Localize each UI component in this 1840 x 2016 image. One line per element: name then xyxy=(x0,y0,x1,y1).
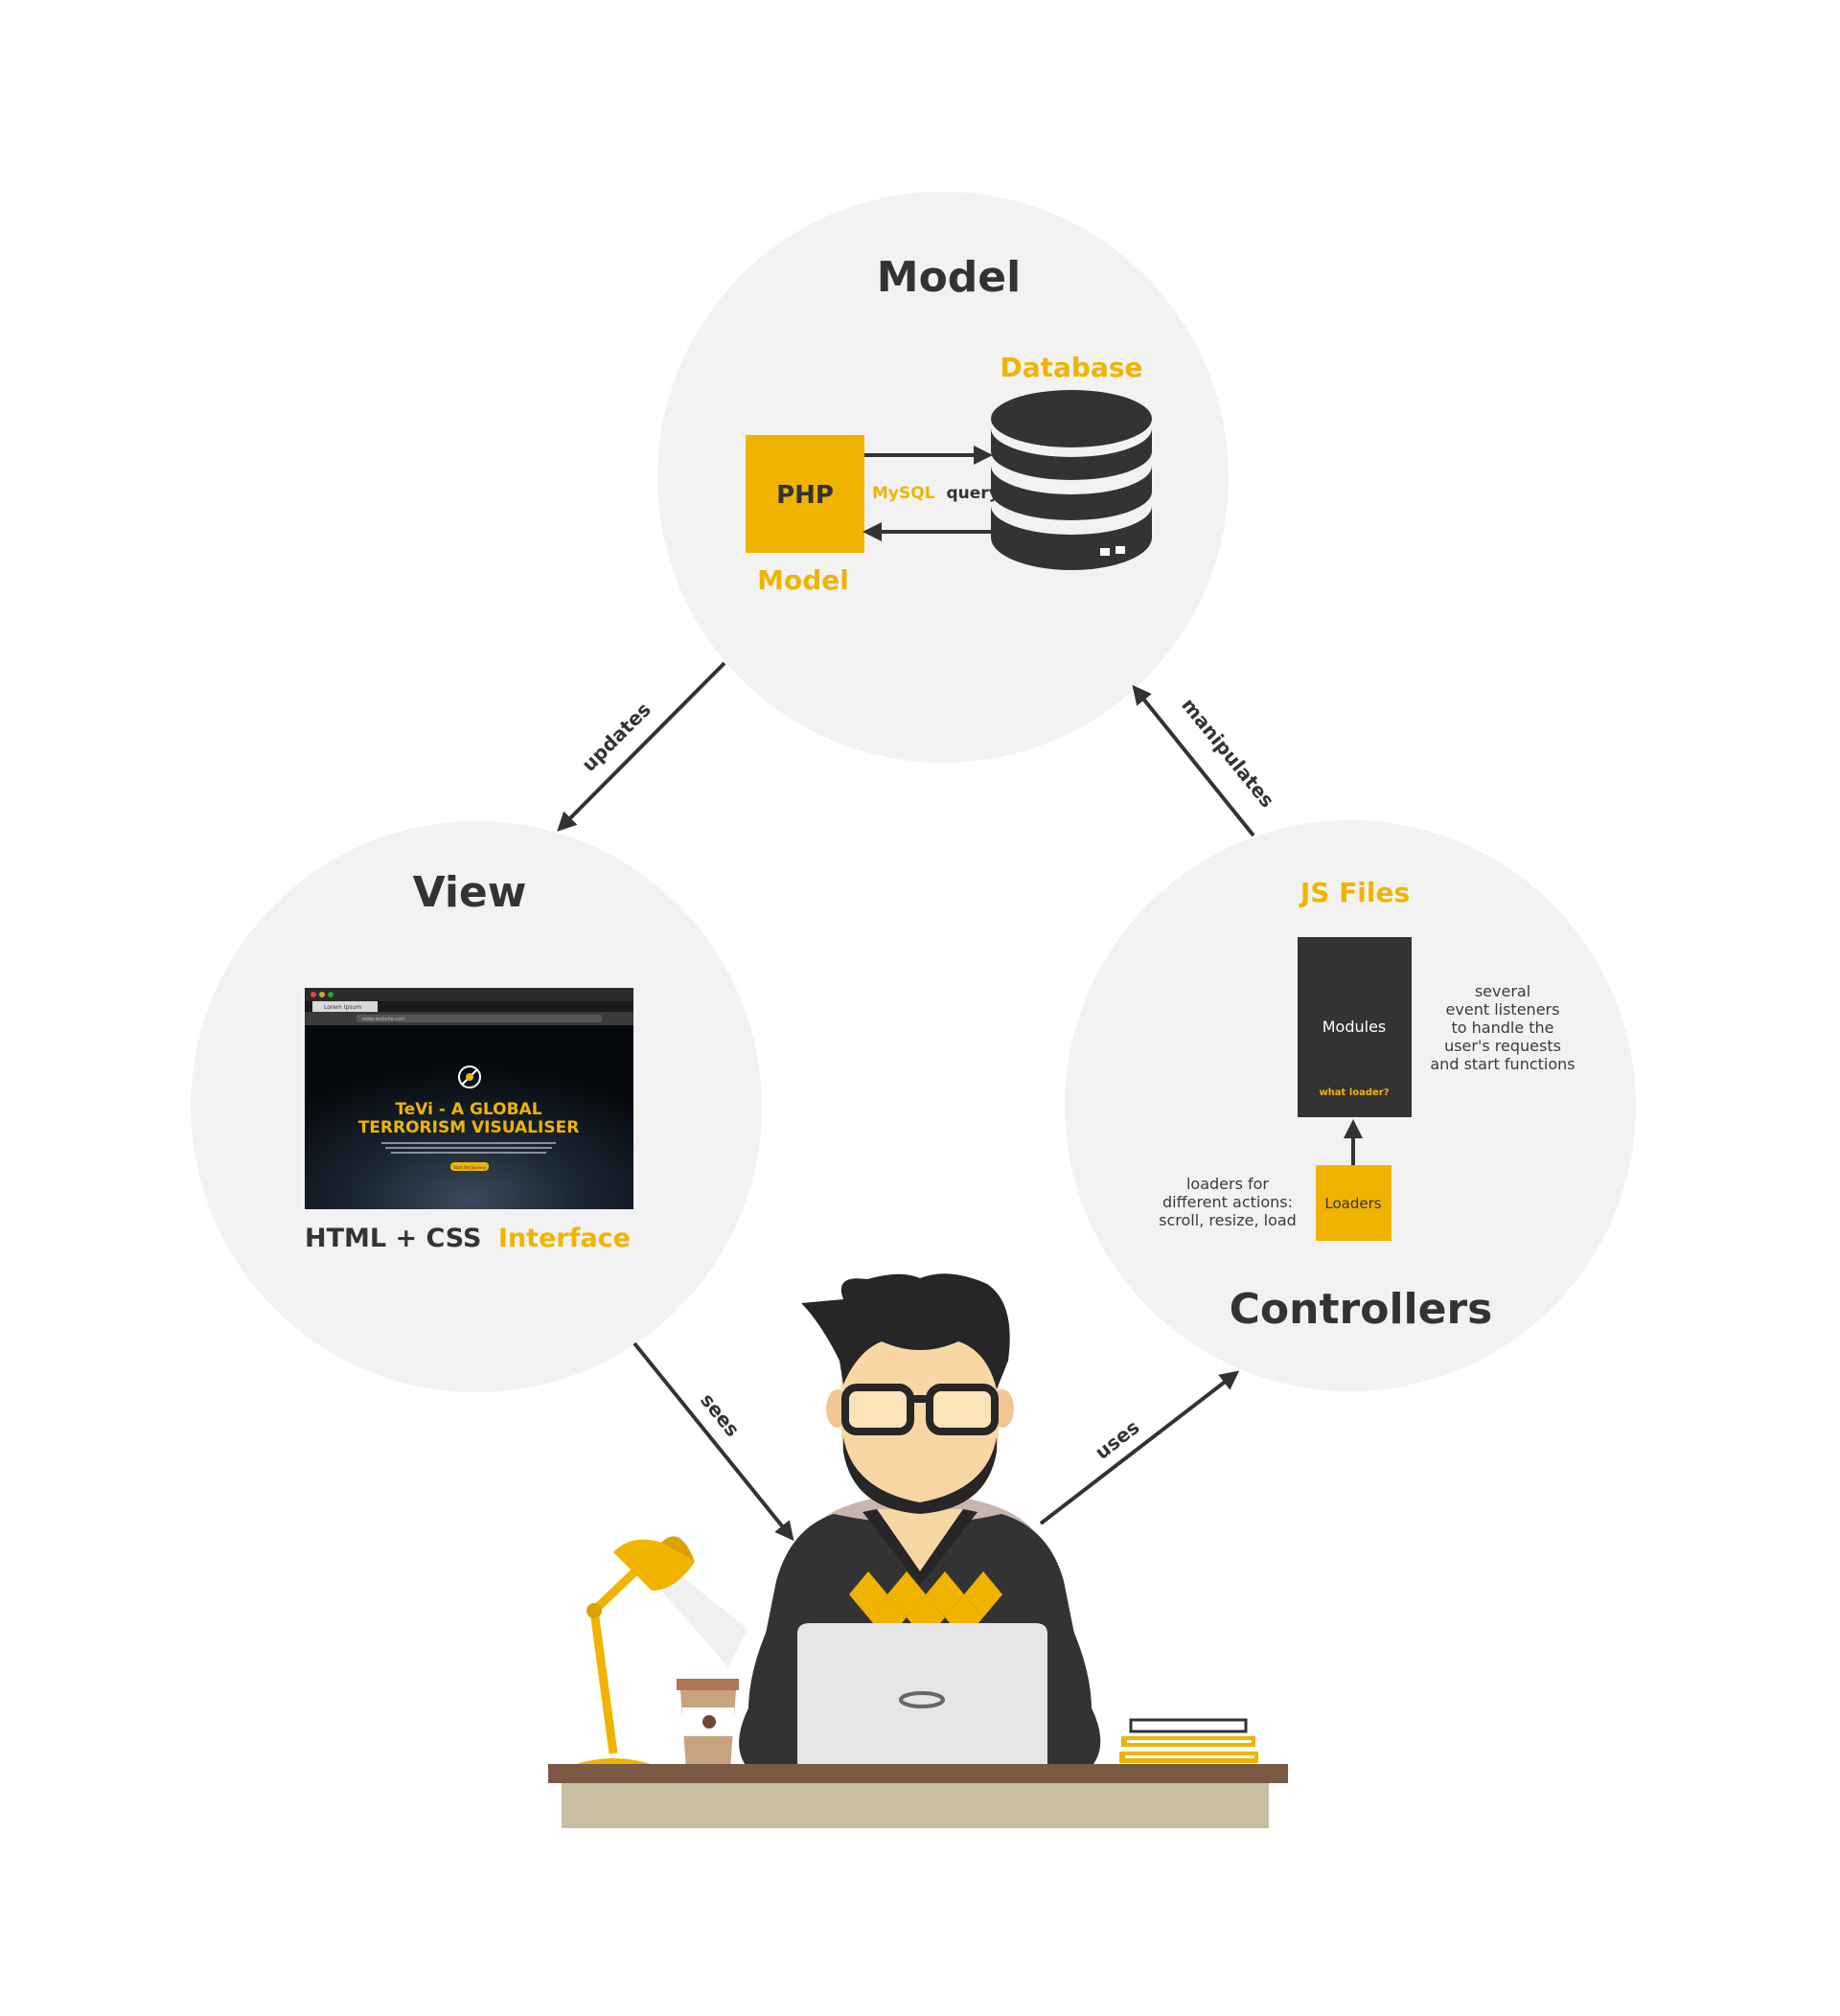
modules-label: Modules xyxy=(1322,1018,1387,1036)
browser-url: www.website.com xyxy=(362,1017,405,1022)
laptop-logo-icon xyxy=(899,1691,945,1708)
model-title: Model xyxy=(877,253,1021,302)
site-title-line2: TERRORISM VISUALISER xyxy=(358,1118,580,1137)
developer-illustration xyxy=(548,1273,1288,1828)
modules-desc-line: event listeners xyxy=(1446,1000,1560,1019)
modules-box xyxy=(1298,937,1412,1117)
php-box xyxy=(746,435,864,553)
sees-label: sees xyxy=(696,1388,745,1441)
php-label: PHP xyxy=(776,481,834,510)
database-icon xyxy=(991,390,1152,570)
site-title-line1: TeVi - A GLOBAL xyxy=(395,1100,541,1119)
uses-arrow xyxy=(1039,1370,1240,1525)
modules-desc-line: user's requests xyxy=(1444,1037,1561,1055)
loaders-desc-line: loaders for xyxy=(1186,1175,1269,1193)
desk-top xyxy=(548,1764,1288,1783)
view-caption-prefix: HTML + CSS xyxy=(305,1224,482,1253)
browser-tab-label: Lorem Ipsum xyxy=(324,1004,361,1011)
loaders-label: Loaders xyxy=(1324,1195,1381,1212)
loaders-desc-line: different actions: xyxy=(1162,1193,1293,1211)
manipulates-label: manipulates xyxy=(1177,694,1278,812)
controllers-title: Controllers xyxy=(1230,1285,1493,1334)
modules-description: several event listeners to handle the us… xyxy=(1430,982,1575,1073)
glasses-icon xyxy=(841,1384,999,1435)
view-title: View xyxy=(413,868,527,917)
hair xyxy=(801,1273,1010,1389)
loaders-desc-line: scroll, resize, load xyxy=(1159,1211,1297,1229)
books-icon xyxy=(1119,1718,1258,1763)
modules-desc-line: to handle the xyxy=(1451,1019,1553,1037)
php-caption: Model xyxy=(757,564,849,596)
updates-label: updates xyxy=(577,698,656,776)
laptop xyxy=(797,1623,1047,1771)
loaders-box xyxy=(1316,1165,1392,1241)
modules-desc-line: and start functions xyxy=(1430,1055,1575,1073)
sees-arrow xyxy=(632,1341,794,1542)
desk-base xyxy=(562,1783,1269,1828)
head xyxy=(841,1320,999,1504)
collar xyxy=(877,1509,963,1571)
modules-desc-line: several xyxy=(1475,982,1530,1000)
browser-screenshot: Lorem Ipsum www.website.com TeVi - A GLO… xyxy=(305,988,633,1209)
js-files-label: JS Files xyxy=(1299,877,1410,908)
model-circle xyxy=(657,192,1229,763)
loaders-description: loaders for different actions: scroll, r… xyxy=(1159,1175,1297,1229)
coffee-cup-icon xyxy=(677,1679,739,1769)
site-button: Start the Journey xyxy=(453,1165,487,1170)
view-caption: HTML + CSS Interface xyxy=(305,1224,631,1253)
uses-label: uses xyxy=(1091,1415,1143,1464)
desk-lamp-icon xyxy=(565,1536,748,1768)
manipulates-arrow xyxy=(1132,684,1255,837)
database-label: Database xyxy=(1000,352,1142,383)
view-caption-suffix: Interface xyxy=(498,1224,631,1253)
query-prefix: MySQL xyxy=(872,484,935,503)
updates-arrow xyxy=(557,661,726,832)
query-suffix: query xyxy=(946,484,999,503)
modules-note: what loader? xyxy=(1319,1088,1389,1098)
mysql-query-label: MySQL query xyxy=(872,484,1000,503)
